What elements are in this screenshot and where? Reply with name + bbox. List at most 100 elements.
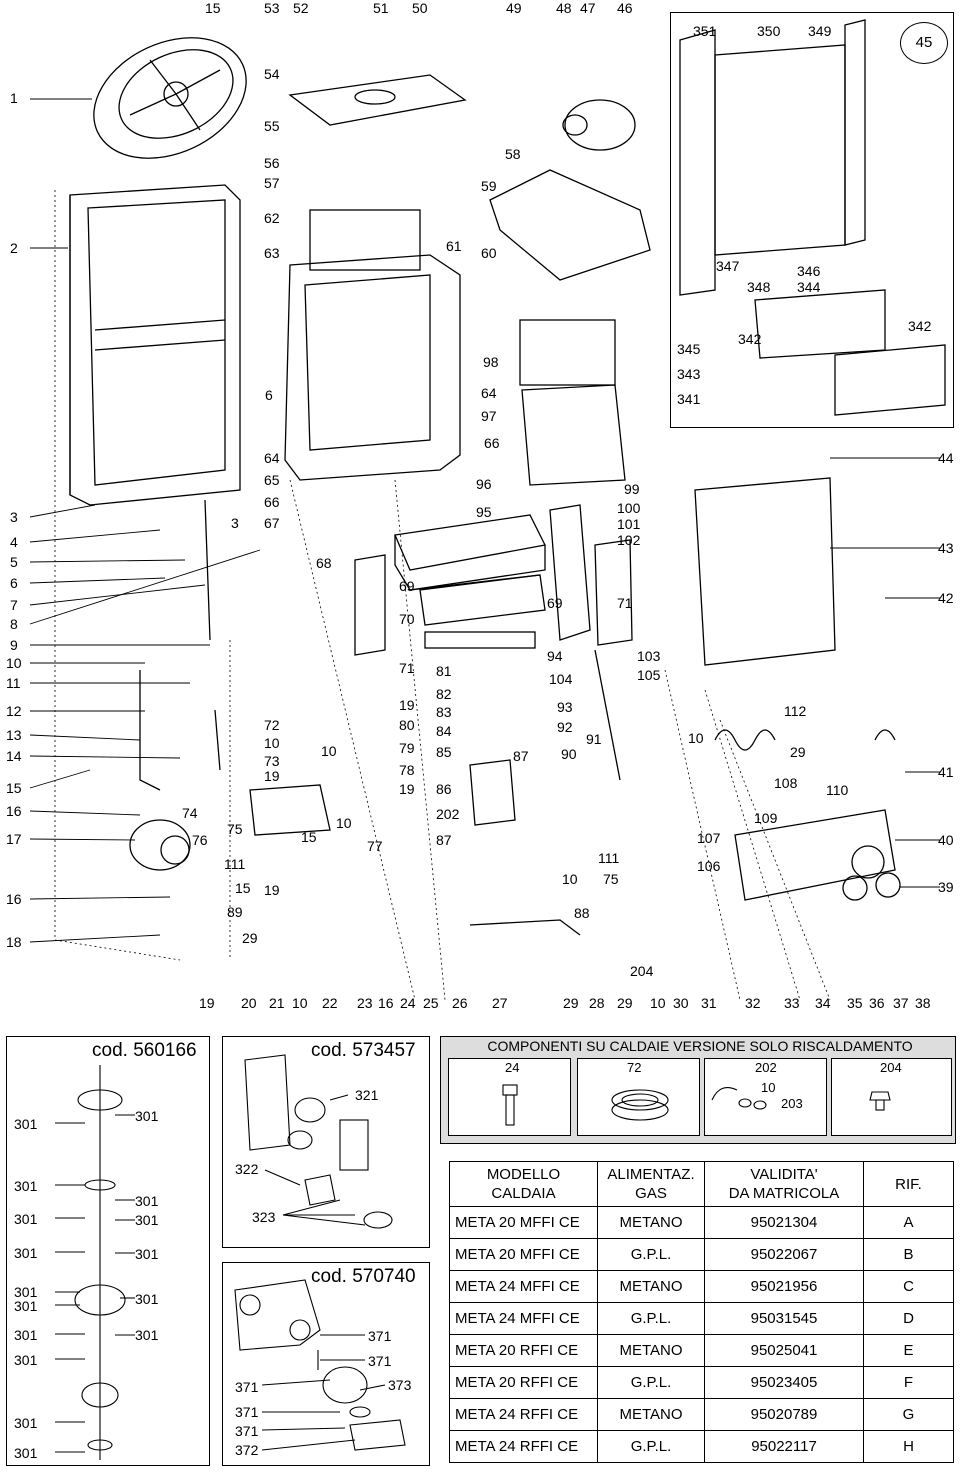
callout: 15 — [301, 829, 317, 845]
callout: 349 — [808, 23, 832, 39]
component-cell — [448, 1058, 571, 1136]
kit-ref: 301 — [14, 1284, 38, 1300]
callout: 87 — [513, 748, 529, 764]
callout: 24 — [400, 995, 416, 1011]
callout: 342 — [908, 318, 932, 334]
callout: 11 — [6, 675, 21, 691]
callout: 106 — [697, 858, 721, 874]
callout: 111 — [598, 850, 620, 866]
component-number: 10 — [761, 1080, 776, 1095]
callout: 70 — [399, 611, 415, 627]
kit-ref: 301 — [135, 1327, 159, 1343]
header-rif: RIF. — [863, 1161, 954, 1207]
kit-ref: 322 — [235, 1161, 259, 1177]
callout: 54 — [264, 66, 280, 82]
callout: 32 — [745, 995, 761, 1011]
callout: 41 — [938, 764, 954, 780]
kit-ref: 301 — [14, 1211, 38, 1227]
callout: 42 — [938, 590, 954, 606]
component-number: 72 — [627, 1060, 642, 1075]
callout: 87 — [436, 832, 452, 848]
table-cell: G.P.L. — [597, 1430, 705, 1463]
callout: 68 — [316, 555, 332, 571]
callout: 96 — [476, 476, 492, 492]
callout: 39 — [938, 879, 954, 895]
callout: 64 — [481, 385, 497, 401]
callout: 7 — [10, 597, 18, 613]
burner-shape — [419, 574, 546, 649]
table-cell: 95023405 — [704, 1366, 864, 1399]
callout: 104 — [549, 671, 573, 687]
table-cell: 95031545 — [704, 1302, 864, 1335]
callout: 55 — [264, 118, 280, 134]
callout: 107 — [697, 830, 721, 846]
callout: 84 — [436, 723, 452, 739]
components-title: COMPONENTI SU CALDAIE VERSIONE SOLO RISC… — [487, 1038, 913, 1054]
callout: 64 — [264, 450, 280, 466]
callout: 21 — [269, 995, 285, 1011]
callout: 66 — [484, 435, 500, 451]
callout: 94 — [547, 648, 563, 664]
callout: 90 — [561, 746, 577, 762]
callout: 56 — [264, 155, 280, 171]
callout: 10 — [292, 995, 308, 1011]
callout: 80 — [399, 717, 415, 733]
table-cell: F — [863, 1366, 954, 1399]
kit-570740-title: cod. 570740 — [311, 1266, 416, 1287]
callout: 53 — [264, 0, 280, 16]
callout: 344 — [797, 279, 821, 295]
callout: 103 — [637, 648, 661, 664]
callout: 95 — [476, 504, 492, 520]
component-number: 202 — [755, 1060, 777, 1075]
callout: 350 — [757, 23, 781, 39]
callout: 33 — [784, 995, 800, 1011]
callout: 341 — [677, 391, 701, 407]
callout: 71 — [399, 660, 415, 676]
callout: 88 — [574, 905, 590, 921]
table-cell: B — [863, 1238, 954, 1271]
table-cell: G.P.L. — [597, 1366, 705, 1399]
callout: 102 — [617, 532, 641, 548]
kit-ref: 301 — [135, 1212, 159, 1228]
kit-560166-title: cod. 560166 — [92, 1040, 197, 1061]
component-cell — [704, 1058, 827, 1136]
callout: 6 — [265, 387, 273, 403]
callout: 46 — [617, 0, 633, 16]
kit-570740-box — [222, 1262, 430, 1466]
callout: 14 — [6, 748, 22, 764]
callout: 74 — [182, 805, 198, 821]
table-cell: META 24 RFFI CE — [449, 1398, 598, 1431]
callout: 59 — [481, 178, 497, 194]
callout: 5 — [10, 554, 18, 570]
callout: 31 — [701, 995, 717, 1011]
expansion-vessel-shape — [93, 37, 247, 159]
callout: 43 — [938, 540, 954, 556]
callout: 37 — [893, 995, 909, 1011]
table-cell: G — [863, 1398, 954, 1431]
callout: 16 — [6, 803, 22, 819]
callout: 19 — [199, 995, 215, 1011]
callout: 6 — [10, 575, 18, 591]
callout: 15 — [205, 0, 221, 16]
table-cell: D — [863, 1302, 954, 1335]
table-cell: 95021956 — [704, 1270, 864, 1303]
kit-ref: 301 — [14, 1352, 38, 1368]
kit-ref: 301 — [135, 1108, 159, 1124]
callout: 58 — [505, 146, 521, 162]
callout: 34 — [815, 995, 831, 1011]
callout: 78 — [399, 762, 415, 778]
callout: 72 — [264, 717, 280, 733]
callout: 23 — [357, 995, 373, 1011]
callout: 100 — [617, 500, 641, 516]
callout: 105 — [637, 667, 661, 683]
table-cell: META 24 MFFI CE — [449, 1302, 598, 1335]
table-cell: G.P.L. — [597, 1238, 705, 1271]
callout: 73 — [264, 753, 280, 769]
callout: 36 — [869, 995, 885, 1011]
page-badge: 45 — [900, 22, 948, 64]
